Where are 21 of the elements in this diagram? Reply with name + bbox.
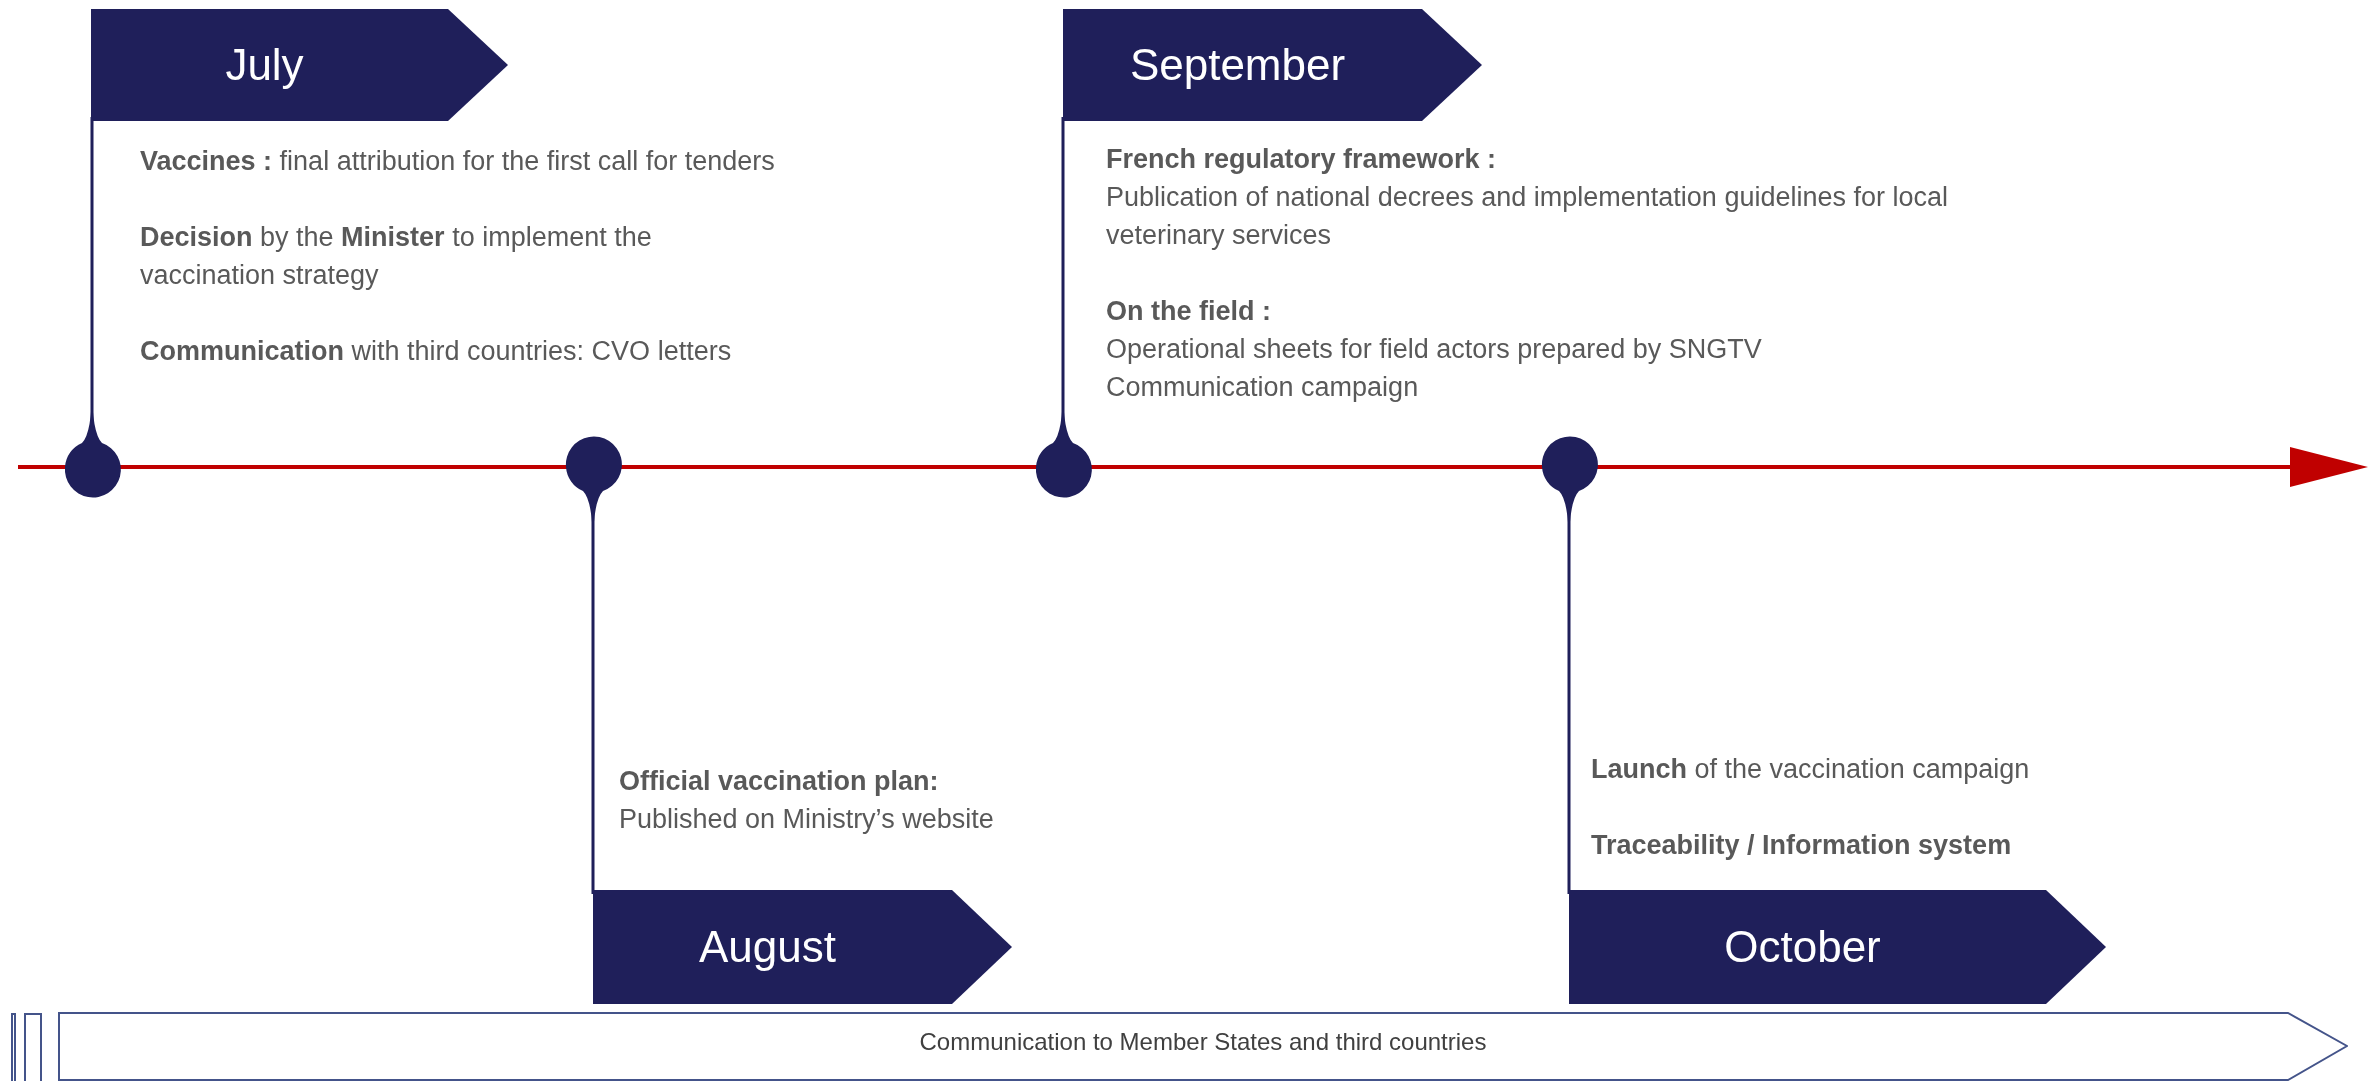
milestone-text: Published on Ministry’s website — [619, 803, 995, 836]
milestone-text: Operational sheets for field actors prepared by SNGTV — [1106, 333, 1763, 366]
month-label: July — [225, 40, 304, 90]
banner-text: Communication to Member States and third countries — [918, 1028, 1488, 1056]
milestone-text: Launch of the vaccination campaign — [1591, 753, 2031, 786]
month-label: August — [699, 922, 836, 972]
milestone-text: Publication of national decrees and implementation guidelines for local veterinary services — [1106, 181, 1950, 252]
milestone-text: Communication campaign — [1106, 371, 1420, 404]
month-label: October — [1724, 922, 1881, 972]
milestone-text: Traceability / Information system — [1591, 829, 2013, 862]
milestone-text: French regulatory framework : — [1106, 143, 1498, 176]
milestone-text: Decision by the Minister to implement the vaccination strategy — [140, 221, 653, 292]
month-flag — [91, 9, 508, 121]
milestone-text: On the field : — [1106, 295, 1272, 328]
month-flag — [593, 890, 1012, 1004]
milestone-text: Communication with third countries: CVO letters — [140, 335, 733, 368]
month-flag — [1063, 9, 1482, 121]
milestone-text: Vaccines : final attribution for the first call for tenders — [140, 145, 776, 178]
month-flag — [1569, 890, 2106, 1004]
month-label: September — [1129, 40, 1346, 90]
milestone-text: Official vaccination plan: — [619, 765, 940, 798]
